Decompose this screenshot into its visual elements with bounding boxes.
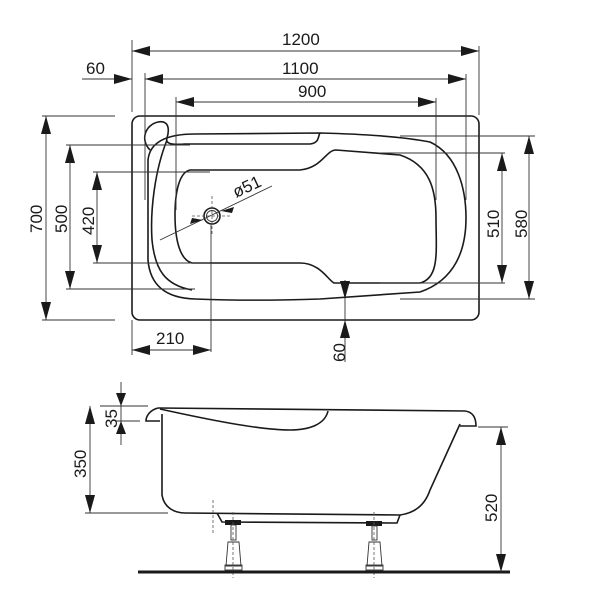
dim-700-label: 700	[27, 205, 46, 233]
tub-basin-contour	[174, 149, 438, 284]
dim-35-label: 35	[102, 409, 121, 428]
arrow-35-top	[116, 393, 126, 406]
arrow-580-bottom	[524, 281, 534, 299]
arrow-350-top	[85, 406, 95, 424]
arrow-35-bottom	[116, 421, 126, 434]
arrow-510-top	[497, 153, 507, 171]
dim-1100-label: 1100	[282, 59, 319, 78]
arrow-1200-right	[461, 46, 479, 56]
dim-900-label: 900	[298, 82, 326, 101]
arrow-510-bottom	[497, 265, 507, 283]
drain-arrow-right	[221, 207, 234, 213]
dim-520-label: 520	[482, 494, 501, 522]
arrow-60-bottom-top	[340, 281, 350, 299]
arrow-500-bottom	[65, 271, 75, 289]
arrow-1100-right	[448, 74, 466, 84]
side-tub-body	[161, 414, 461, 516]
leg-right	[365, 512, 384, 578]
side-rim-lip-right	[460, 410, 477, 427]
arrow-420-bottom	[92, 245, 102, 263]
arrow-700-bottom	[41, 302, 51, 320]
side-rim-lip-left	[145, 407, 160, 422]
leg-right-rod	[371, 525, 378, 541]
top-view: ø51 1200 1100 60 900	[27, 30, 535, 362]
drain-leader	[159, 185, 273, 241]
arrow-420-top	[92, 172, 102, 190]
dim-60-left-label: 60	[86, 59, 105, 78]
tub-inner-contour-outer	[147, 132, 467, 301]
arrow-1200-left	[132, 46, 150, 56]
leg-left-foot	[224, 564, 243, 571]
drain-arrow-left	[190, 218, 203, 224]
soap-dish	[143, 120, 321, 151]
arrow-580-top	[524, 136, 534, 154]
arrow-60-left	[114, 74, 132, 84]
dim-60-bottom-label: 60	[330, 343, 349, 362]
dim-420-label: 420	[79, 207, 98, 235]
tub-side-curve	[150, 139, 193, 291]
side-headrest-curve	[159, 408, 329, 431]
arrow-1100-left	[145, 74, 163, 84]
tub-outer-rim	[131, 115, 480, 321]
arrow-700-top	[41, 116, 51, 134]
dim-510-label: 510	[484, 210, 503, 238]
arrow-210-right	[193, 345, 211, 355]
dim-350-label: 350	[71, 450, 90, 478]
leg-right-foot	[365, 564, 384, 571]
side-tub-base	[216, 512, 401, 524]
drain-diameter-label: ø51	[230, 172, 265, 202]
dim-210-label: 210	[156, 329, 184, 348]
arrow-350-bottom	[85, 495, 95, 513]
arrow-520-top	[496, 427, 506, 445]
dim-1200-label: 1200	[282, 30, 320, 49]
leg-right-stand	[366, 541, 383, 567]
arrow-900-left	[176, 97, 194, 107]
dim-500-label: 500	[52, 205, 71, 233]
dim-580-label: 580	[512, 210, 531, 238]
side-rim-top	[157, 407, 466, 412]
arrow-500-top	[65, 145, 75, 163]
arrow-210-left	[132, 345, 150, 355]
leg-left-rod	[230, 524, 237, 541]
leg-left	[224, 512, 243, 578]
arrow-60-bottom-bottom	[340, 320, 350, 338]
leg-left-stand	[225, 541, 242, 567]
arrow-900-right	[418, 97, 436, 107]
arrow-520-bottom	[496, 554, 506, 572]
side-view: 35 350 520	[71, 382, 510, 578]
